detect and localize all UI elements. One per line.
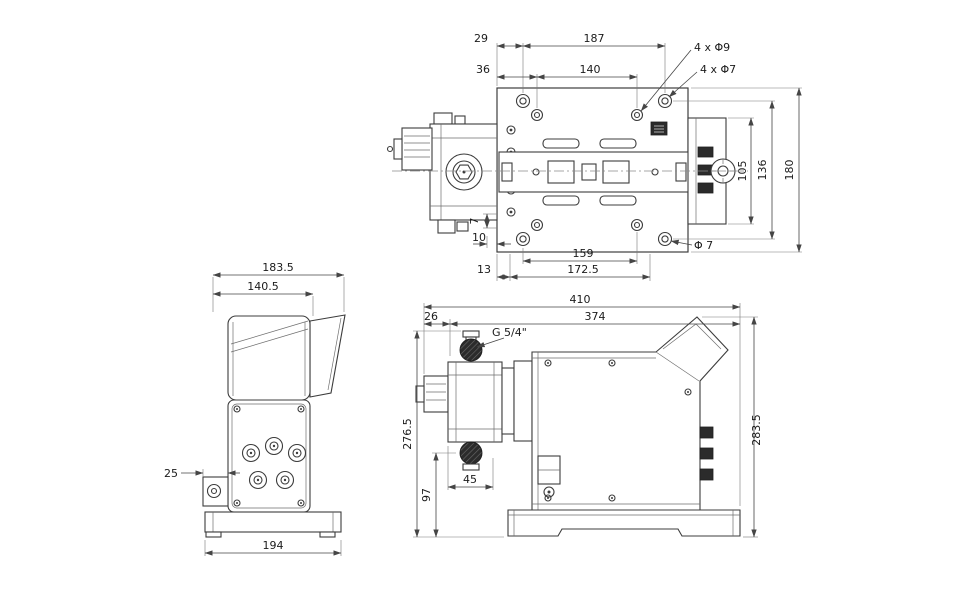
dim-label-7: 7 bbox=[468, 218, 481, 225]
callout-holes-d9: 4 x Φ9 bbox=[640, 41, 730, 112]
side-view: 410 374 26 G 5/4" 276.5 97 bbox=[401, 293, 763, 538]
mounting-hole-d9 bbox=[530, 218, 544, 232]
mounting-hole-d7 bbox=[657, 93, 673, 109]
dim-label-136: 136 bbox=[756, 160, 769, 181]
cable-gland bbox=[386, 127, 433, 171]
dim-top-180: 180 bbox=[691, 87, 802, 253]
connector-tab bbox=[697, 182, 714, 194]
dim-label-36: 36 bbox=[476, 63, 490, 76]
mounting-hole-d9 bbox=[630, 108, 644, 122]
dim-side-26: 26 bbox=[423, 310, 451, 327]
callout-g54: G 5/4" bbox=[476, 326, 527, 348]
callout-holes-d7: 4 x Φ7 bbox=[668, 63, 736, 98]
dim-front-140_5: 140.5 bbox=[212, 280, 314, 316]
dim-label-183_5: 183.5 bbox=[262, 261, 294, 274]
dim-top-10: 10 bbox=[472, 231, 511, 248]
drive-assembly bbox=[386, 112, 498, 234]
mounting-hole-d7 bbox=[515, 93, 531, 109]
connector-tab bbox=[699, 468, 714, 481]
mounting-hole-d7 bbox=[657, 231, 673, 247]
base-plate-front bbox=[204, 511, 342, 538]
discharge-valve bbox=[459, 338, 483, 362]
head-flange bbox=[501, 367, 515, 435]
dim-side-374: 374 bbox=[449, 310, 741, 356]
mounting-hole-d9 bbox=[530, 108, 544, 122]
dim-label-410: 410 bbox=[570, 293, 591, 306]
dim-side-283_5: 283.5 bbox=[702, 316, 763, 538]
mounting-hole-d9 bbox=[630, 218, 644, 232]
dim-front-194: 194 bbox=[204, 539, 342, 556]
display-wing bbox=[309, 314, 346, 398]
dim-label-180: 180 bbox=[783, 160, 796, 181]
mounting-hole-d7 bbox=[515, 231, 531, 247]
dim-side-45: 45 bbox=[447, 446, 494, 490]
dim-side-276_5: 276.5 bbox=[401, 330, 504, 538]
dim-label-374: 374 bbox=[585, 310, 606, 323]
dim-label-10: 10 bbox=[472, 231, 486, 244]
dim-label-194: 194 bbox=[263, 539, 284, 552]
callout-label-g54: G 5/4" bbox=[492, 326, 527, 339]
connector-tab bbox=[699, 426, 714, 439]
dim-label-159: 159 bbox=[573, 247, 594, 260]
head-adapter bbox=[513, 360, 533, 442]
rating-label bbox=[650, 121, 668, 136]
connector-tab bbox=[697, 146, 714, 158]
dim-label-172_5: 172.5 bbox=[567, 263, 599, 276]
dim-label-13: 13 bbox=[477, 263, 491, 276]
suction-valve bbox=[459, 441, 483, 465]
dim-side-97: 97 bbox=[420, 452, 456, 538]
callout-label-dia7: Φ 7 bbox=[694, 239, 713, 252]
dim-top-136: 136 bbox=[673, 100, 775, 240]
dim-top-13: 13 bbox=[477, 254, 511, 281]
dim-label-140_5: 140.5 bbox=[247, 280, 279, 293]
dosing-head bbox=[447, 330, 533, 471]
dim-label-26: 26 bbox=[424, 310, 438, 323]
dim-top-140: 140 bbox=[536, 63, 638, 108]
base-plate-side bbox=[507, 509, 741, 537]
drain-detail bbox=[537, 455, 561, 498]
connection-ports bbox=[241, 436, 307, 490]
pump-body bbox=[531, 316, 729, 511]
pump-tower bbox=[227, 315, 311, 401]
dim-label-187: 187 bbox=[584, 32, 605, 45]
wall-bracket bbox=[202, 476, 229, 507]
adjustment-knob bbox=[445, 153, 483, 191]
dim-label-25: 25 bbox=[164, 467, 178, 480]
dim-label-45: 45 bbox=[463, 473, 477, 486]
dim-top-7: 7 bbox=[468, 213, 497, 229]
suction-cap bbox=[462, 463, 480, 471]
pump-mechanism bbox=[498, 138, 690, 206]
dim-front-25: 25 bbox=[164, 467, 240, 480]
cable-gland-side bbox=[415, 375, 449, 413]
dim-top-187: 187 bbox=[522, 32, 666, 93]
dim-label-283_5: 283.5 bbox=[750, 414, 763, 446]
callout-label-4xd7: 4 x Φ7 bbox=[700, 63, 736, 76]
dim-top-159: 159 bbox=[522, 232, 638, 264]
front-view: 183.5 140.5 25 194 bbox=[164, 261, 346, 556]
dim-label-29: 29 bbox=[474, 32, 488, 45]
cube-screws bbox=[233, 405, 305, 507]
dim-label-140: 140 bbox=[580, 63, 601, 76]
connector-tab bbox=[699, 447, 714, 460]
dim-top-36: 36 bbox=[476, 63, 538, 108]
top-view: 29 187 36 140 4 x Φ9 4 x Φ7 bbox=[386, 32, 802, 281]
callout-dia7: Φ 7 bbox=[670, 239, 713, 252]
dim-side-410: 410 bbox=[423, 293, 741, 506]
dim-label-276_5: 276.5 bbox=[401, 418, 414, 450]
dim-label-97: 97 bbox=[420, 488, 433, 502]
discharge-cap bbox=[462, 330, 480, 338]
callout-label-4xd9: 4 x Φ9 bbox=[694, 41, 730, 54]
